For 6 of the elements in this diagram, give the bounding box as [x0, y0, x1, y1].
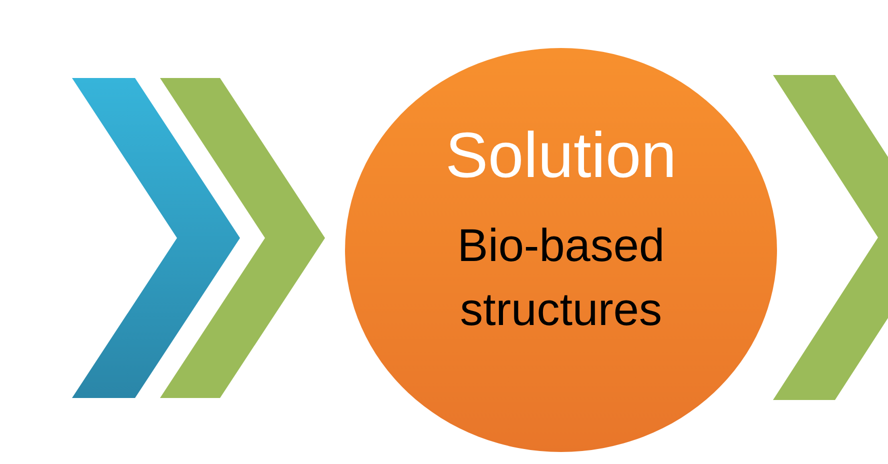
chevron-arrow	[72, 78, 240, 398]
chevron-arrow	[773, 75, 888, 400]
circle-node	[345, 48, 777, 452]
heading-text: Solution	[445, 119, 677, 191]
chevron-arrow	[160, 78, 325, 398]
body-text: Bio-based structures	[456, 218, 666, 337]
